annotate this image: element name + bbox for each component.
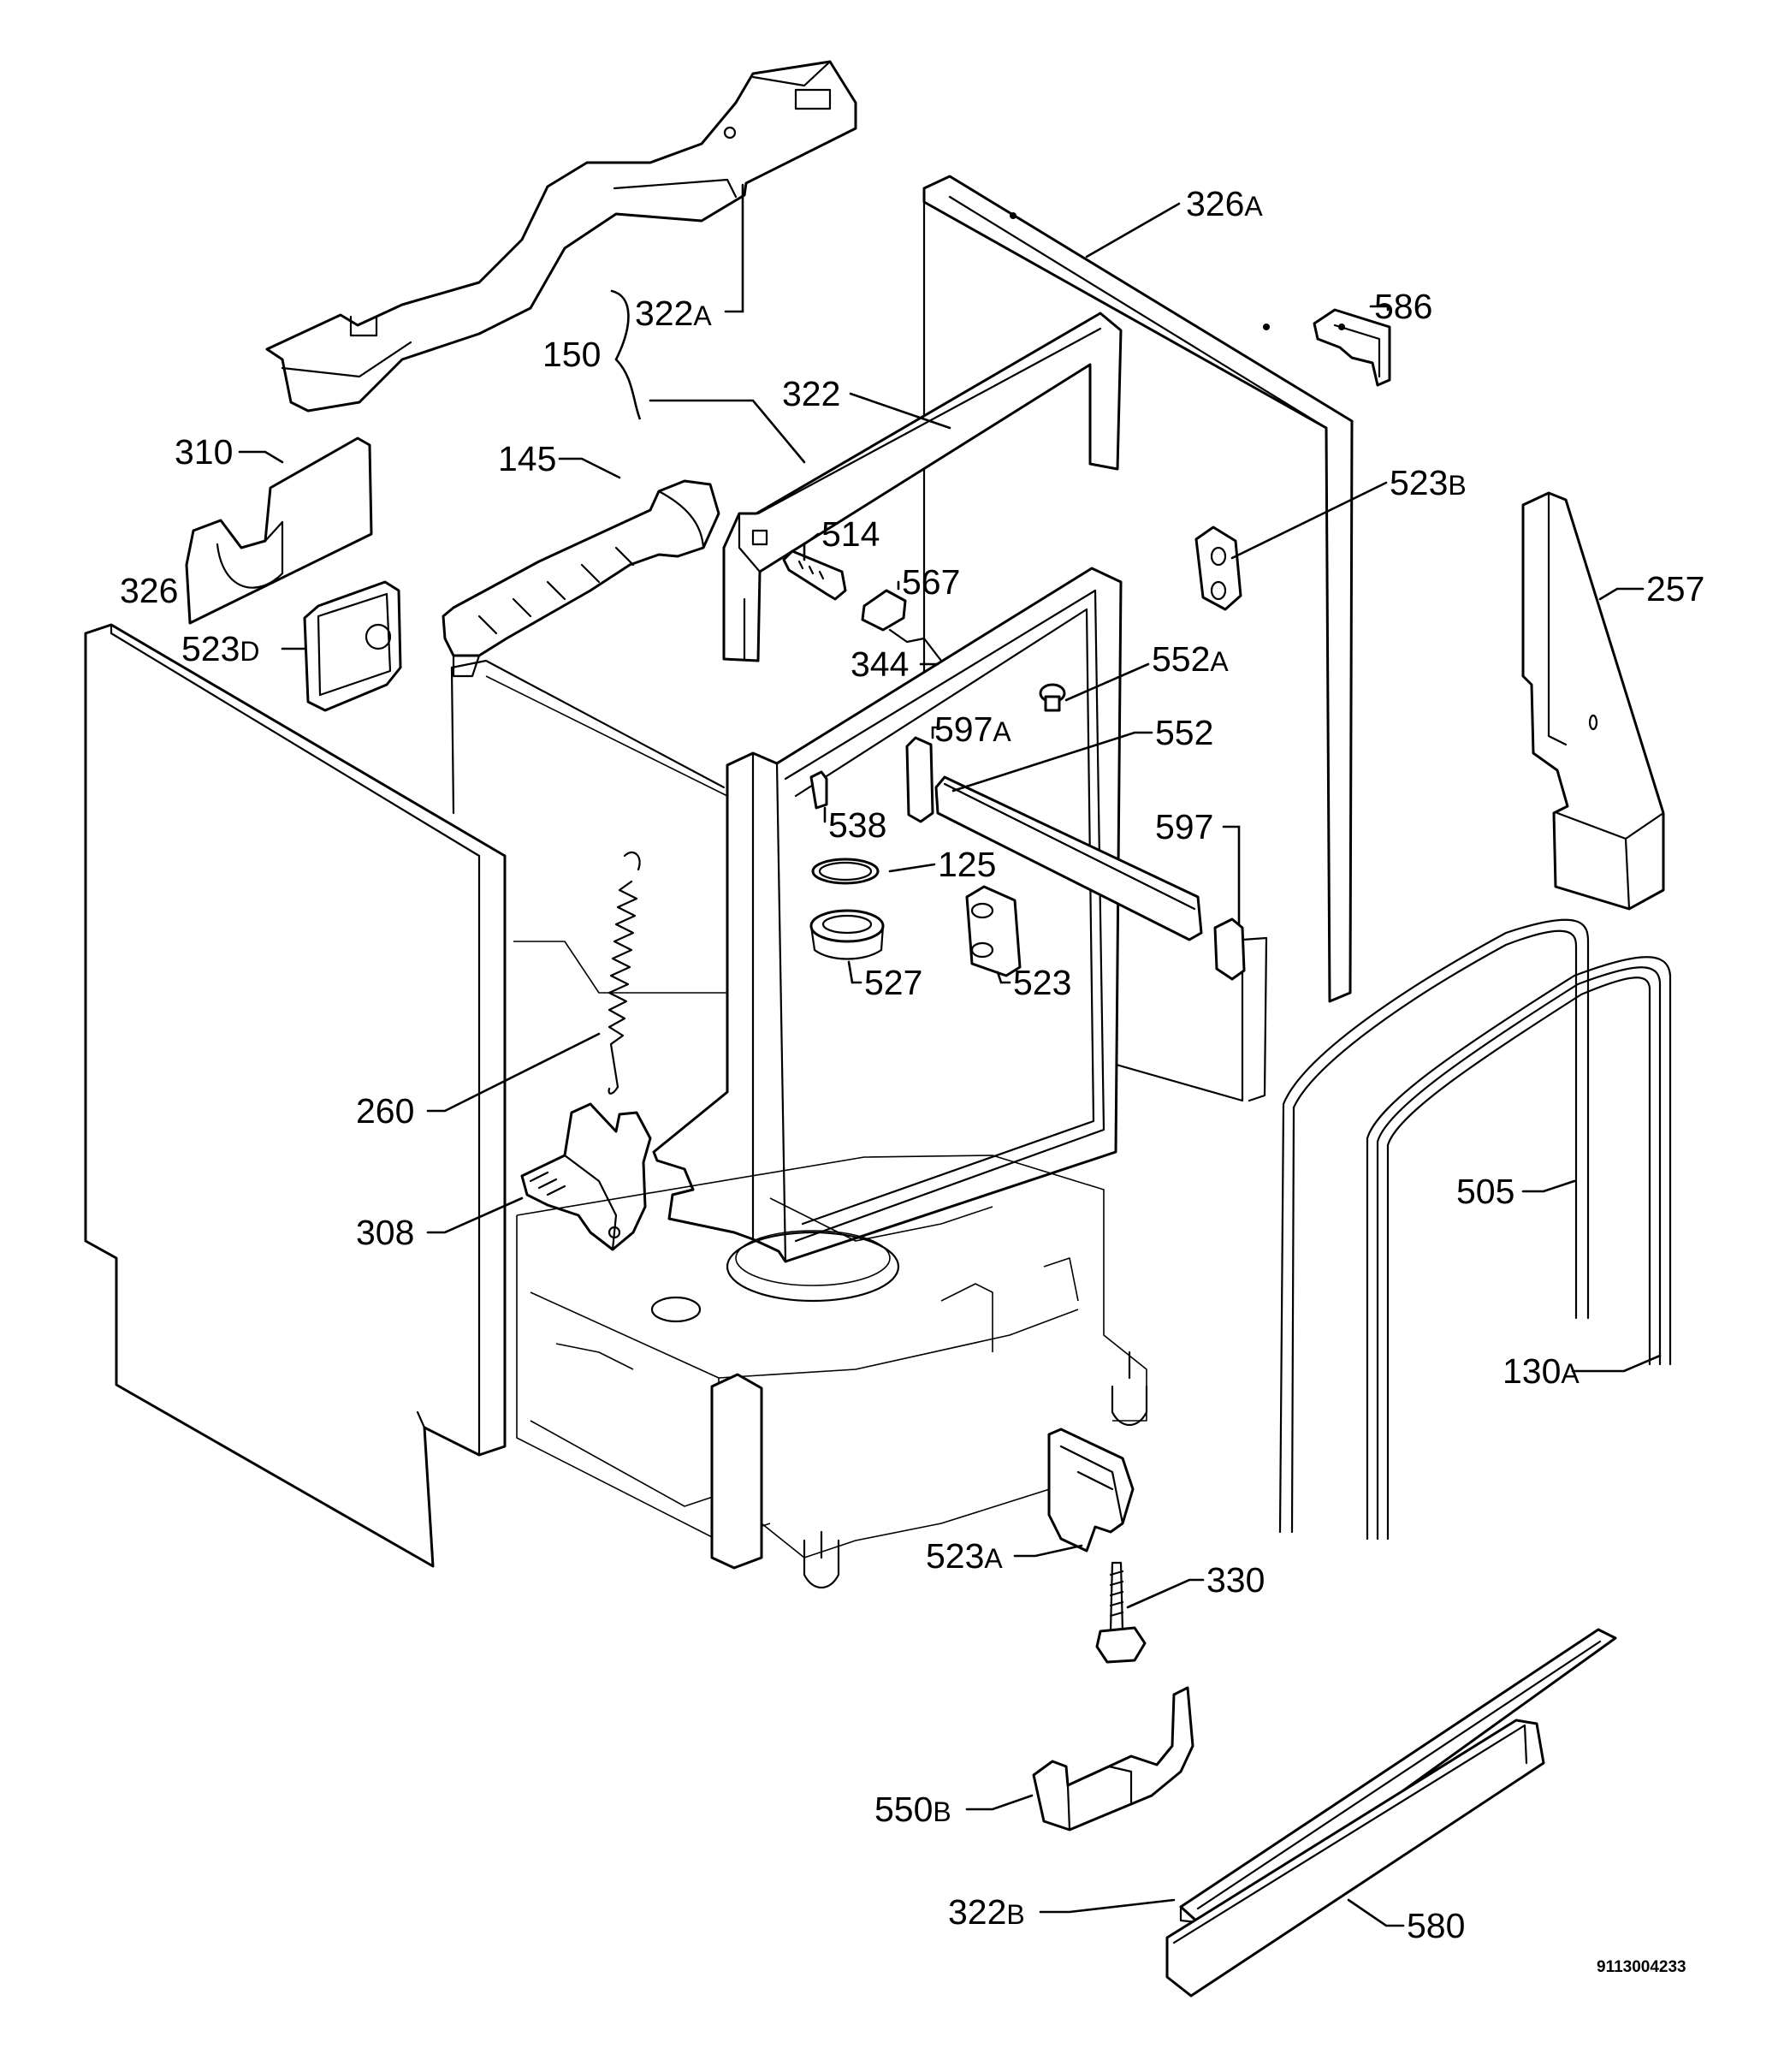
callout-310: 310 [175, 432, 233, 472]
part-527-nut [809, 909, 885, 960]
callout-550b: 550B [874, 1790, 951, 1829]
part-597-clip [1213, 917, 1246, 981]
document-number: 9113004233 [1597, 1958, 1686, 1976]
callout-150: 150 [542, 335, 601, 374]
part-538-screw [809, 770, 828, 810]
part-550b-bracket [1032, 1686, 1194, 1832]
callout-322: 322 [782, 374, 840, 413]
callout-597a: 597A [934, 709, 1011, 749]
callout-145: 145 [498, 439, 556, 478]
part-125-seal-ring [811, 858, 880, 885]
callout-523: 523 [1013, 963, 1071, 1002]
part-567-clip [861, 589, 907, 632]
callout-130a: 130A [1503, 1351, 1580, 1391]
part-330-leveling-foot [1095, 1561, 1147, 1664]
callout-552: 552 [1155, 713, 1213, 752]
part-130a-door-seal [1366, 956, 1672, 1541]
callout-326a: 326A [1186, 184, 1263, 223]
callout-567: 567 [902, 562, 960, 602]
callout-308: 308 [356, 1213, 414, 1252]
part-586-bracket [1313, 308, 1391, 387]
part-523a-bracket [1047, 1428, 1135, 1553]
part-257-side-bracket [1521, 491, 1665, 911]
part-310-cover [185, 436, 373, 625]
part-597a-clip [905, 736, 934, 823]
callout-538: 538 [828, 805, 886, 845]
callout-586: 586 [1374, 287, 1432, 326]
callout-514: 514 [821, 514, 880, 554]
part-552a-knob [1039, 683, 1066, 712]
part-308-hinge [520, 1102, 652, 1251]
callout-260: 260 [356, 1091, 414, 1131]
part-523-connector [965, 885, 1022, 977]
part-322b-front-rail [1179, 1628, 1617, 1924]
callout-326: 326 [120, 571, 178, 610]
part-552-rail [934, 775, 1203, 941]
callout-257: 257 [1646, 569, 1704, 609]
callout-labels: 326A 586 322A 150 322 310 145 523B 514 3… [120, 184, 1704, 1945]
part-523d-cover [303, 580, 402, 712]
callout-527: 527 [864, 963, 922, 1002]
callout-523a: 523A [926, 1536, 1003, 1576]
base-frame [516, 1155, 1148, 1588]
part-145-hose [442, 479, 720, 678]
leader-lines [238, 183, 1662, 1927]
callout-523d: 523D [181, 629, 260, 668]
part-260-spring [608, 851, 641, 1095]
part-322a-top-rail [265, 60, 857, 413]
callout-330: 330 [1206, 1560, 1265, 1600]
callout-597: 597 [1155, 807, 1213, 846]
callout-125: 125 [938, 845, 996, 884]
part-326-left-side-panel [84, 623, 507, 1568]
callout-505: 505 [1456, 1172, 1514, 1211]
callout-322a: 322A [635, 294, 712, 333]
callout-344: 344 [851, 644, 909, 684]
callout-523b: 523B [1390, 463, 1467, 502]
part-514-pin [782, 549, 847, 601]
callout-580: 580 [1407, 1906, 1465, 1945]
part-505-door-seal [1278, 918, 1590, 1534]
callout-322b: 322B [948, 1892, 1025, 1932]
callout-552a: 552A [1152, 639, 1229, 679]
part-523b-grommet [1194, 525, 1242, 611]
part-580-front-profile [1165, 1719, 1545, 1998]
